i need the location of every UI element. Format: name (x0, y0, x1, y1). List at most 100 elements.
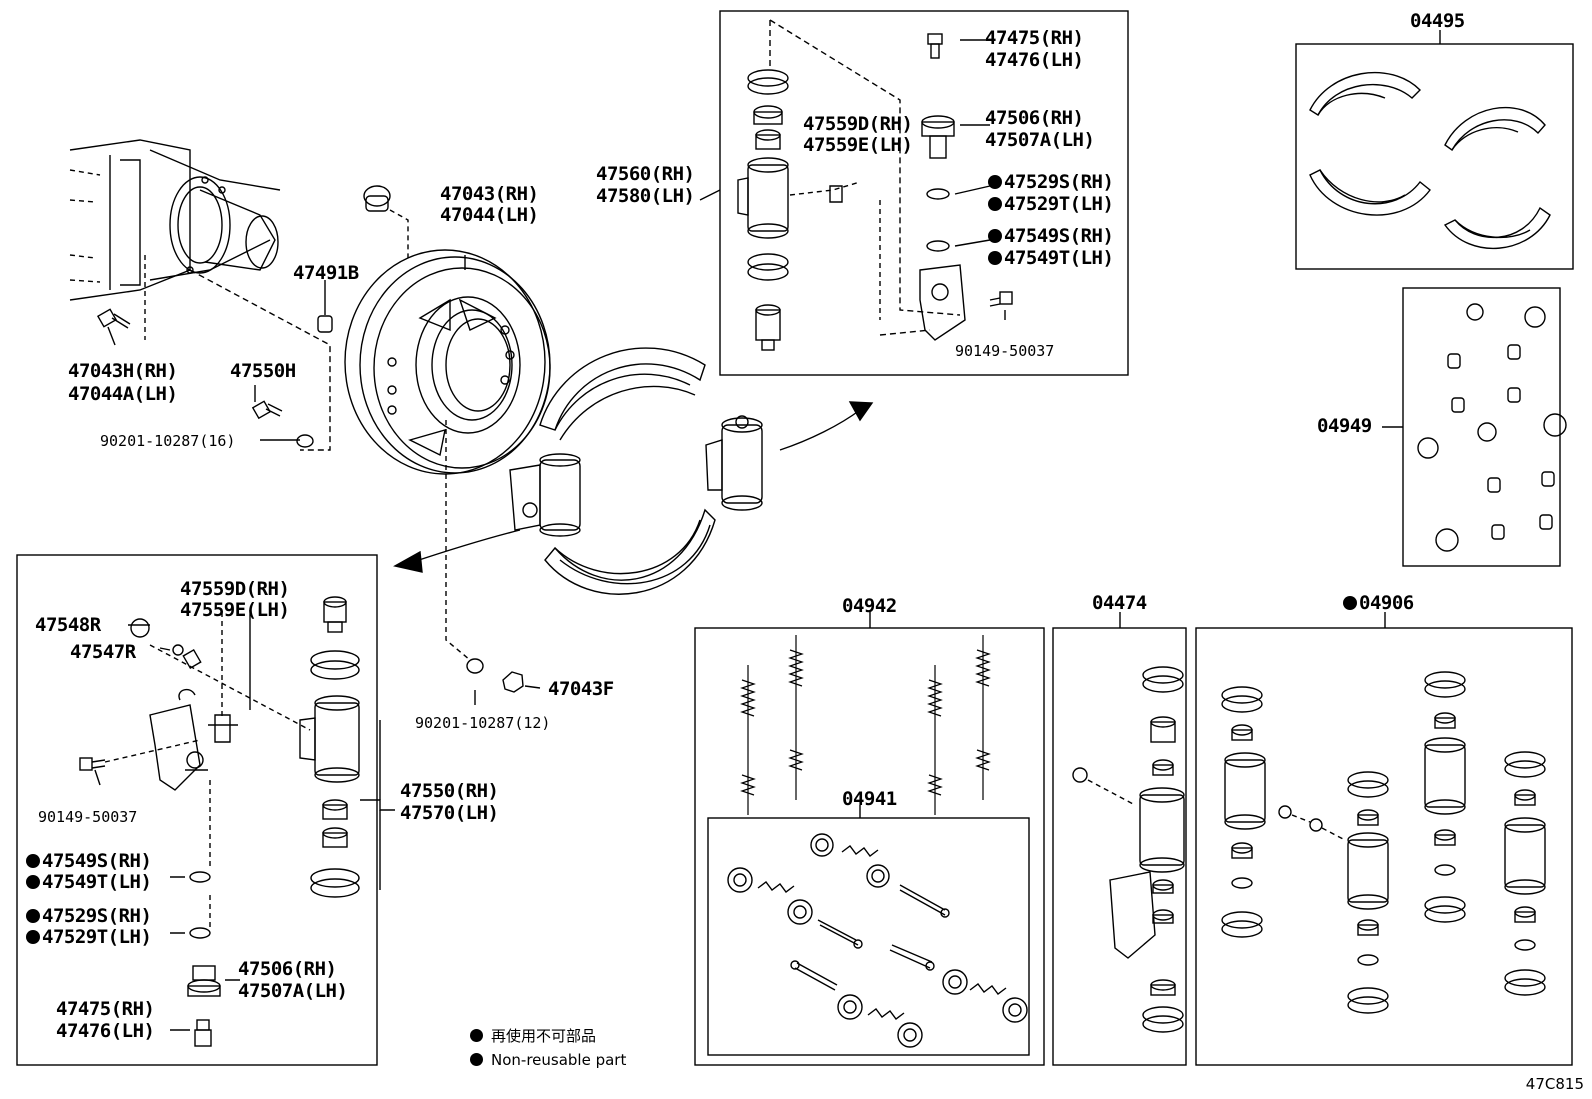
backing-plate (344, 249, 551, 475)
legend-en: Non-reusable part (470, 1051, 626, 1069)
box-04942 (694, 627, 1045, 1066)
cylinder-kit-04474 (1072, 666, 1185, 1033)
non-reusable-dot (988, 197, 1002, 211)
top-bolt-90149 (989, 291, 1013, 307)
label-top-47475-rh: 47475(RH) (985, 27, 1084, 49)
top-screw-47475 (927, 33, 943, 59)
label-bottom-47548r: 47548R (35, 614, 101, 636)
arrow-to-top-box (779, 409, 861, 451)
label-top-47549s-rh: 47549S(RH) (988, 225, 1114, 247)
bottom-adjuster-47506 (187, 965, 221, 997)
wheel-cylinder-right (705, 415, 763, 511)
top-seal-cup (747, 69, 789, 95)
box-04474 (1052, 627, 1187, 1066)
label-47491b: 47491B (293, 262, 359, 284)
label-90201-10287-12: 90201-10287(12) (415, 714, 551, 732)
label-47043f: 47043F (548, 678, 614, 700)
non-reusable-dot (26, 930, 40, 944)
box-04906 (1195, 627, 1573, 1066)
label-top-90149-50037: 90149-50037 (955, 342, 1055, 360)
label-bottom-47549t-lh: 47549T(LH) (26, 871, 152, 893)
label-bottom-47559d-rh: 47559D(RH) (180, 578, 290, 600)
label-bottom-47506-rh: 47506(RH) (238, 958, 337, 980)
box-04949 (1402, 287, 1561, 567)
label-47580-lh: 47580(LH) (596, 185, 695, 207)
axle-housing (69, 139, 281, 301)
bottom-ring-47529 (189, 927, 211, 939)
label-04474: 04474 (1092, 592, 1147, 614)
holddown-kit-04941 (727, 833, 1028, 1048)
wheel-cylinder-left (509, 453, 581, 537)
cylinder-kit-04906 (1221, 671, 1546, 1014)
label-bottom-47507a-lh: 47507A(LH) (238, 980, 348, 1002)
label-top-47507a-lh: 47507A(LH) (985, 129, 1095, 151)
non-reusable-dot (26, 875, 40, 889)
label-top-47506-rh: 47506(RH) (985, 107, 1084, 129)
label-bottom-47559e-lh: 47559E(LH) (180, 599, 290, 621)
box-04941 (707, 817, 1030, 1056)
brake-shoe-upper (539, 347, 706, 441)
nut-47043f (502, 671, 524, 693)
non-reusable-dot (470, 1029, 483, 1042)
label-bottom-47529t-lh: 47529T(LH) (26, 926, 152, 948)
bolt-47043h (96, 308, 131, 329)
diagram-reference: 47C815 (1525, 1075, 1584, 1093)
box-wheel-cylinder-top (719, 10, 1129, 376)
bottom-bleeder-47547r (172, 644, 202, 670)
label-47044a-lh: 47044A(LH) (68, 383, 178, 405)
springs-04942 (740, 635, 991, 815)
label-47043h-rh: 47043H(RH) (68, 360, 178, 382)
label-top-47529s-rh: 47529S(RH) (988, 171, 1114, 193)
label-47550h: 47550H (230, 360, 296, 382)
label-47043-rh: 47043(RH) (440, 183, 539, 205)
box-04495 (1295, 43, 1574, 270)
label-04949: 04949 (1317, 415, 1372, 437)
label-bottom-47529s-rh: 47529S(RH) (26, 905, 152, 927)
washer-90201-16 (296, 434, 314, 448)
bottom-ring-47549 (189, 871, 211, 883)
label-bottom-47570-lh: 47570(LH) (400, 802, 499, 824)
top-boot (747, 253, 789, 281)
top-ring-47529 (926, 188, 950, 200)
label-top-47559d-rh: 47559D(RH) (803, 113, 913, 135)
label-top-47529t-lh: 47529T(LH) (988, 193, 1114, 215)
label-04495: 04495 (1410, 10, 1465, 32)
label-04941: 04941 (842, 788, 897, 810)
brake-shoe-lower (544, 508, 716, 595)
bottom-piston (322, 799, 348, 820)
label-bottom-90149-50037: 90149-50037 (38, 808, 138, 826)
box-wheel-cylinder-bottom (16, 554, 378, 1066)
arrow-to-bottom-box (409, 529, 521, 564)
label-bottom-47476-lh: 47476(LH) (56, 1020, 155, 1042)
parts-04949 (1417, 303, 1567, 552)
label-top-47476-lh: 47476(LH) (985, 49, 1084, 71)
washer-90201-12 (466, 658, 484, 674)
plug-47491b (317, 315, 333, 333)
non-reusable-dot (470, 1053, 483, 1066)
top-piston (755, 129, 781, 150)
bottom-cup (322, 827, 348, 848)
bottom-boot-top (310, 650, 360, 680)
top-piston-lower (755, 304, 781, 351)
label-47044-lh: 47044(LH) (440, 204, 539, 226)
non-reusable-dot (26, 909, 40, 923)
top-ring-47549 (926, 240, 950, 252)
label-04906: 04906 (1343, 592, 1414, 614)
label-04942: 04942 (842, 595, 897, 617)
shoe-set-04495 (1309, 71, 1551, 250)
label-47560-rh: 47560(RH) (596, 163, 695, 185)
label-bottom-47547r: 47547R (70, 641, 136, 663)
top-cylinder-body (737, 157, 789, 239)
bottom-cylinder-body (299, 695, 360, 783)
label-top-47559e-lh: 47559E(LH) (803, 134, 913, 156)
non-reusable-dot (988, 175, 1002, 189)
bottom-clip-47559d (208, 714, 238, 743)
top-piston-cup (753, 105, 783, 125)
bolt-47550h (251, 400, 283, 420)
bottom-boot (310, 868, 360, 898)
label-top-47549t-lh: 47549T(LH) (988, 247, 1114, 269)
non-reusable-dot (1343, 596, 1357, 610)
label-bottom-47549s-rh: 47549S(RH) (26, 850, 152, 872)
label-90201-10287-16: 90201-10287(16) (100, 432, 236, 450)
top-adjust-lever (919, 264, 966, 341)
